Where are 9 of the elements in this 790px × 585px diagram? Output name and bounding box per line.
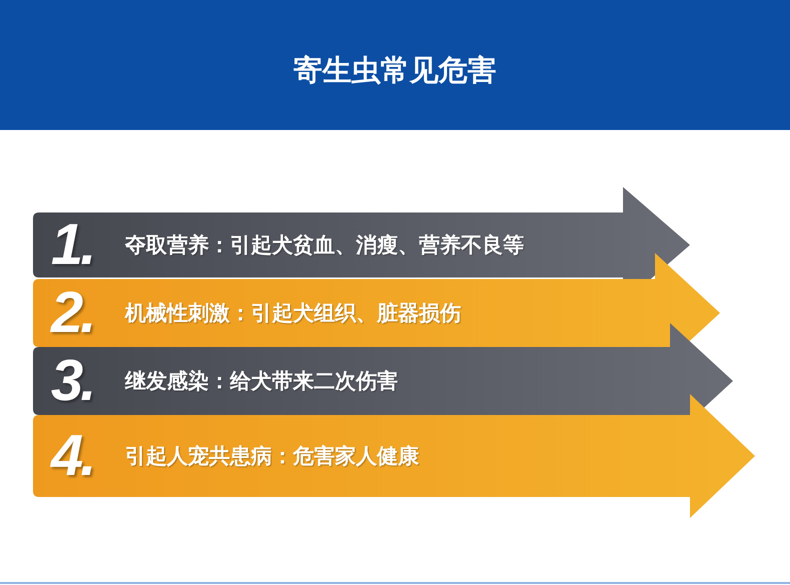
step-number: 2. bbox=[51, 283, 94, 343]
step-text: 夺取营养：引起犬贫血、消瘦、营养不良等 bbox=[125, 232, 524, 258]
title: 寄生虫常见危害 bbox=[292, 52, 498, 89]
step-text: 引起人宠共患病：危害家人健康 bbox=[125, 443, 419, 470]
step-number: 3. bbox=[51, 351, 94, 411]
step-number: 4. bbox=[51, 426, 94, 486]
step-text: 继发感染：给犬带来二次伤害 bbox=[125, 368, 398, 395]
step-number: 1. bbox=[51, 214, 94, 274]
step-text: 机械性刺激：引起犬组织、脏器损伤 bbox=[125, 300, 461, 327]
